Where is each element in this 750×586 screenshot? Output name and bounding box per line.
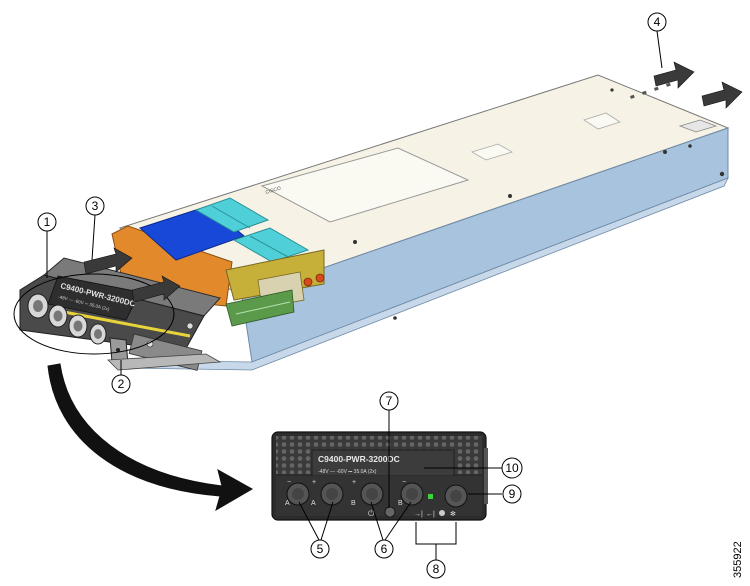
svg-text:10: 10 — [505, 461, 519, 475]
module-body: CISCO — [111, 74, 730, 371]
screw-top-3 — [610, 88, 614, 92]
input-label-a-pos-sign: + — [312, 479, 316, 486]
bezel-bottom-plate — [107, 353, 222, 371]
svg-text:1: 1 — [44, 215, 51, 229]
bezel-yellow-stripe — [63, 310, 191, 338]
rear-notch — [678, 119, 718, 133]
status-led-green — [428, 494, 433, 499]
zoom-highlight-ellipse — [13, 273, 175, 355]
callout-4: 4 — [647, 12, 667, 32]
led-input-icon: →| — [414, 511, 423, 518]
top-label-area — [260, 147, 470, 223]
connector-cyan-1 — [194, 197, 270, 233]
faceplate-honeycomb-left — [276, 436, 312, 474]
screw-side-1 — [719, 171, 725, 177]
power-switch — [384, 506, 396, 518]
svg-text:8: 8 — [433, 562, 440, 576]
faceplate-model-text: C9400-PWR-3200DC — [318, 454, 400, 464]
vent-square-1 — [470, 143, 514, 161]
exhaust-arrow-1 — [653, 61, 695, 89]
input-label-b-neg: B — [398, 500, 403, 507]
screw-top-2 — [663, 150, 667, 154]
faceplate-side-tab — [484, 448, 488, 504]
svg-text:5: 5 — [317, 542, 324, 556]
faceplate-rating-text: -48V — -60V ⎓ 35.0A (2x) — [318, 469, 377, 475]
bezel-label-strip — [47, 275, 141, 321]
screw-top-4 — [353, 240, 357, 244]
callouts: 1 2 3 4 5 6 7 8 — [37, 12, 667, 579]
leader-6b — [384, 501, 412, 541]
svg-text:4: 4 — [654, 15, 661, 29]
svg-text:9: 9 — [509, 487, 516, 501]
svg-text:6: 6 — [381, 542, 388, 556]
connector-cyan-2 — [232, 227, 310, 263]
screw-side-2 — [688, 144, 692, 148]
callout-8: 8 — [426, 559, 446, 579]
input-label-b-pos: B — [351, 500, 356, 507]
callout-6: 6 — [374, 539, 394, 559]
faceplate-zoom: C9400-PWR-3200DC -48V — -60V ⎓ 35.0A (2x… — [271, 431, 488, 521]
callout-3: 3 — [85, 196, 105, 216]
callout-9: 9 — [502, 484, 522, 504]
screw-top-1 — [508, 194, 512, 198]
led-fault-icon — [439, 510, 445, 516]
latch-screw-2 — [315, 273, 325, 283]
input-label-a-neg: A — [285, 500, 290, 507]
callout-7: 7 — [379, 391, 399, 411]
exhaust-arrow-2 — [701, 81, 743, 109]
svg-text:3: 3 — [92, 199, 99, 213]
leader-4 — [656, 30, 663, 69]
insertion-arrow-2 — [131, 275, 181, 303]
latch-screw-1 — [303, 277, 313, 287]
leader-5b — [320, 501, 334, 541]
input-label-a-pos: A — [311, 500, 316, 507]
callout-leaders — [46, 30, 663, 560]
zoom-curved-arrow — [47, 363, 254, 512]
svg-text:2: 2 — [118, 377, 125, 391]
leader-5a — [298, 501, 320, 541]
vent-square-2 — [583, 112, 621, 130]
power-icon: ⏻ — [368, 509, 375, 518]
led-fan-icon: ✻ — [450, 510, 456, 518]
callout-5: 5 — [310, 539, 330, 559]
callout-10: 10 — [501, 457, 523, 479]
airflow-arrows — [83, 61, 743, 303]
figure-id: 355922 — [732, 541, 744, 578]
input-label-b-pos-sign: + — [352, 479, 356, 486]
leader-6a — [370, 501, 384, 541]
callout-2: 2 — [111, 374, 131, 394]
input-label-a-neg-sign: − — [287, 479, 291, 486]
green-pcb — [225, 289, 295, 327]
leader-3 — [91, 214, 96, 261]
svg-text:7: 7 — [386, 394, 393, 408]
faceplate-honeycomb-top — [312, 436, 482, 450]
front-bezel: C9400-PWR-3200DC -48V — -60V ⎓ 35.0A (2x… — [19, 257, 222, 371]
callout-1: 1 — [37, 212, 57, 232]
screw-side-3 — [393, 316, 397, 320]
insertion-arrow-1 — [83, 247, 133, 275]
leader-8 — [415, 522, 457, 545]
led-output-icon: ←| — [426, 511, 435, 518]
chassis-label: CISCO — [265, 186, 282, 196]
input-label-b-neg-sign: − — [402, 479, 406, 486]
faceplate-honeycomb-right — [454, 450, 482, 474]
